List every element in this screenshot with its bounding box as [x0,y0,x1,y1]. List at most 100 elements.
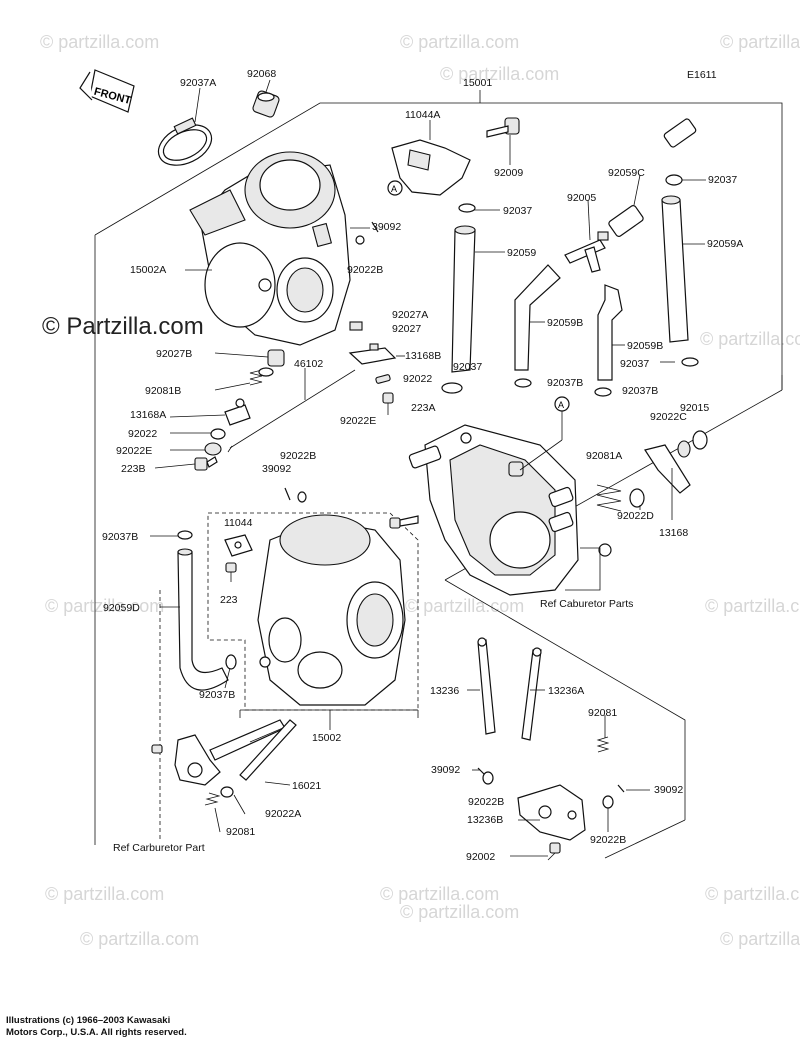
hose-top-right [663,118,697,148]
washer-92022 [375,374,391,384]
float-chamber-housing [408,424,612,596]
clip-92037b [225,654,237,670]
watermark: © partzilla.com [705,884,800,904]
callout-13236a: 13236A [548,685,584,697]
watermark-main: © Partzilla.com [42,313,204,340]
tee-fitting-92005 [564,231,609,273]
watermark: © partzilla.com [80,929,199,949]
washer-92022 [210,428,226,440]
callout-92027: 92027 [392,323,421,335]
callout-92059b: 92059B [627,340,663,352]
callout-92022c: 92022C [650,411,687,423]
callout-92022b: 92022B [468,796,504,808]
hose-clamp-92037a [157,117,213,166]
callout-92027a: 92027A [392,309,428,321]
hose-92059b-left [514,264,561,371]
callout-15002: 15002 [312,732,341,744]
callout-92022d: 92022D [617,510,654,522]
bolt-92002 [547,842,561,861]
watermark: © partzilla.com [380,884,499,904]
bracket-13236b [517,784,586,841]
spring-92081-low [204,792,221,806]
watermark: © partzilla.com [45,596,164,616]
washer-92022b [355,235,365,245]
callout-92068: 92068 [247,68,276,80]
bracket-13168b [348,343,397,365]
assembly-frame [94,90,783,859]
ref-carburetor-part-note: Ref Carburetor Part [113,842,205,854]
callout-92015: 92015 [680,402,709,414]
callout-92022b: 92022B [280,450,316,462]
callout-39092: 39092 [431,764,460,776]
screw-housing [389,515,419,529]
callout-92027b: 92027B [156,348,192,360]
callout-92037: 92037 [503,205,532,217]
watermark-layer: © partzilla.com © partzilla.com © partzi… [40,32,800,949]
callout-92022: 92022 [403,373,432,385]
pin-39092 [617,784,625,793]
ref-caburetor-parts-note: Ref Caburetor Parts [540,598,633,610]
link-13236 [477,637,496,735]
spring-92081b [249,367,274,386]
throttle-cam-16021 [174,719,291,786]
callout-92059: 92059 [507,247,536,259]
callout-92022a: 92022A [265,808,301,820]
watermark: © partzilla.com [45,884,164,904]
hose-92059c [608,205,644,237]
clip-92037 [665,174,683,186]
callout-39092: 39092 [654,784,683,796]
callout-13236: 13236 [430,685,459,697]
watermark: © partzilla.com [700,329,800,349]
watermark: © partzilla.com [705,596,800,616]
front-arrow-icon: FRONT [79,69,135,113]
clip-92037b [514,378,532,388]
callout-223b: 223B [121,463,146,475]
watermark: © partzilla.com [720,929,800,949]
bushing-92068 [252,90,280,118]
watermark: © partzilla.com [720,32,800,52]
callout-92059b: 92059B [547,317,583,329]
clip-92037b [594,387,612,397]
watermark: © partzilla.com [40,32,159,52]
washer-92022e [204,442,222,456]
callout-223a: 223A [411,402,436,414]
bracket-13168 [644,444,691,494]
marker-a-lower: A [554,396,570,412]
callout-46102: 46102 [294,358,323,370]
callout-92037b: 92037B [622,385,658,397]
bolt-223b [194,456,218,471]
callout-13168: 13168 [659,527,688,539]
callout-92037b: 92037B [547,377,583,389]
spacer-92027a [349,321,363,331]
callout-13168b: 13168B [405,350,441,362]
callout-92059c: 92059C [608,167,645,179]
callout-15001: 15001 [463,77,492,89]
callout-92037b: 92037B [199,689,235,701]
callout-92081b: 92081B [145,385,181,397]
watermark: © partzilla.com [400,32,519,52]
bracket-11044a [388,139,471,196]
callout-92022b: 92022B [590,834,626,846]
spring-92081a [596,484,622,512]
copyright-line-2: Motors Corp., U.S.A. All rights reserved… [6,1027,187,1038]
callout-16021: 16021 [292,780,321,792]
callout-92081: 92081 [588,707,617,719]
washer-92022b [482,771,494,785]
bracket-13168a [224,398,251,426]
rod-46102 [227,369,356,453]
copyright-line-1: Illustrations (c) 1966–2003 Kawasaki [6,1015,171,1026]
copyright-notice: Illustrations (c) 1966–2003 Kawasaki Mot… [6,1015,266,1039]
callout-92037: 92037 [708,174,737,186]
callout-92059d: 92059D [103,602,140,614]
callout-39092: 39092 [262,463,291,475]
watermark: © partzilla.com [400,902,519,922]
washer-92022b [602,795,614,809]
washer-92022d [629,488,645,508]
rod-16021 [239,719,297,781]
callout-92002: 92002 [466,851,495,863]
hose-92059 [451,225,476,373]
callout-13236b: 13236B [467,814,503,826]
nut-92015 [692,430,708,450]
